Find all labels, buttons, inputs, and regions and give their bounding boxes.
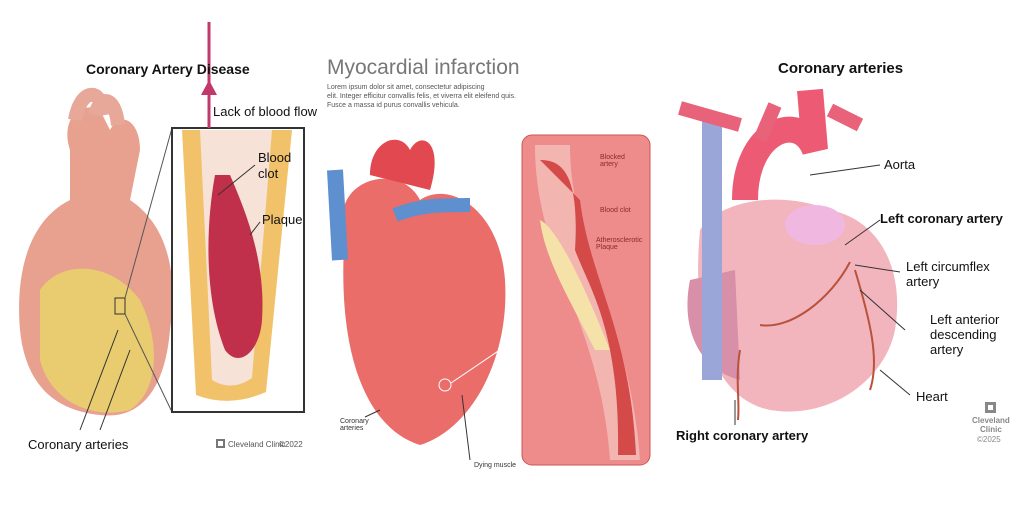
credit-1-year: ©2022 bbox=[279, 440, 303, 449]
credit-3-year: ©2025 bbox=[977, 435, 1001, 444]
label-right-coronary-artery: Right coronary artery bbox=[676, 428, 809, 443]
panel2-title: Myocardial infarction bbox=[327, 56, 520, 79]
panel2-heart-illustration bbox=[327, 134, 651, 466]
panel1-heart-illustration bbox=[19, 22, 305, 416]
label-left-coronary-artery: Left coronary artery bbox=[880, 211, 1003, 226]
label-left-anterior-descending-artery: Left anterior descending artery bbox=[930, 312, 1000, 357]
label-blood-clot: Blood clot bbox=[258, 150, 292, 181]
label-lack-of-blood-flow: Lack of blood flow bbox=[213, 104, 318, 119]
cleveland-clinic-logo-icon-2 bbox=[985, 402, 996, 413]
body-line-2: elit. Integer efficitur convallis felis,… bbox=[327, 93, 516, 100]
body-line-3: Fusce a massa id purus convallis vehicul… bbox=[327, 102, 460, 109]
label-blocked-artery: Blocked artery bbox=[600, 154, 625, 168]
cleveland-clinic-logo-icon bbox=[216, 439, 225, 448]
label-plaque: Plaque bbox=[262, 212, 303, 227]
credit-3-line1: Cleveland bbox=[972, 416, 1010, 425]
leader-lines bbox=[79, 164, 911, 461]
label-left-circumflex-artery: Left circumflex artery bbox=[906, 259, 990, 289]
label-coronary-arteries-2: Coronary arteries bbox=[340, 418, 369, 432]
credit-1: Cleveland Clinic bbox=[228, 440, 286, 449]
label-aorta: Aorta bbox=[884, 157, 916, 172]
label-blood-clot-2: Blood clot bbox=[600, 207, 631, 214]
label-dying-muscle: Dying muscle bbox=[474, 462, 517, 469]
label-heart: Heart bbox=[916, 389, 948, 404]
body-line-1: Lorem ipsum dolor sit amet, consectetur … bbox=[327, 84, 485, 91]
credit-3-line2: Clinic bbox=[980, 425, 1002, 434]
panel1-title: Coronary Artery Disease bbox=[86, 61, 250, 77]
label-atherosclerotic-plaque: Atherosclerotic Plaque bbox=[596, 237, 643, 251]
panel3-heart-illustration bbox=[678, 88, 898, 421]
panel3-title: Coronary arteries bbox=[778, 60, 904, 77]
label-coronary-arteries: Coronary arteries bbox=[28, 437, 129, 452]
